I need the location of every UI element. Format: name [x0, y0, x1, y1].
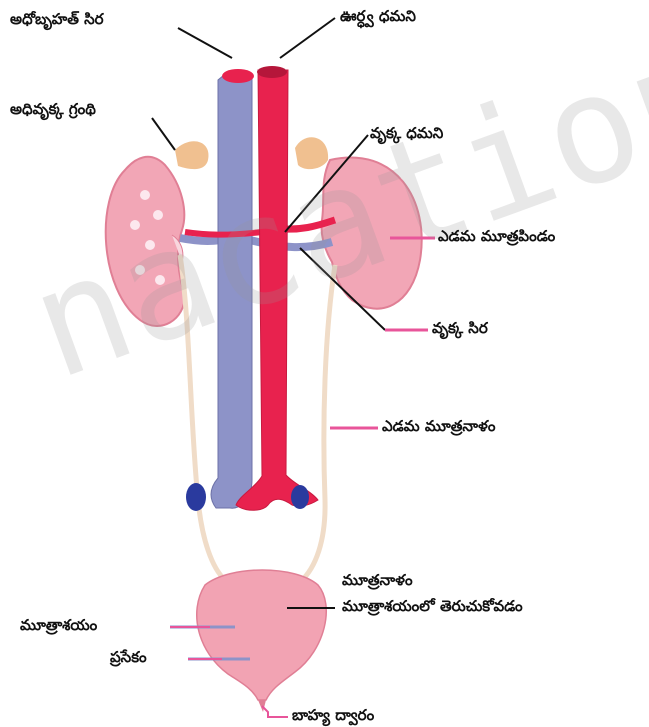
left-ureter-tube — [300, 265, 335, 582]
right-adrenal-gland — [175, 141, 208, 169]
label-renal-vein: వృక్క సిర — [432, 321, 488, 336]
label-aorta: ఊర్ధ్వ ధమని — [340, 9, 416, 24]
label-inferior-vena-cava: అధోబృహత్ సిర — [10, 12, 104, 27]
urinary-bladder — [197, 570, 327, 700]
label-external-opening: బాహ్య ద్వారం — [292, 708, 374, 723]
aorta-opening — [257, 66, 287, 78]
label-adrenal-gland: అధివృక్క గ్రంథి — [10, 102, 96, 117]
label-left-ureter: ఎడమ మూత్రనాళం — [382, 419, 495, 434]
label-left-kidney: ఎడమ మూత్రపిండం — [438, 229, 555, 244]
label-ureter-opening: మూత్రాశయంలో తెరుచుకోవడం — [342, 599, 523, 614]
inferior-vena-cava — [211, 75, 252, 508]
left-adrenal-gland — [295, 137, 328, 169]
renal-artery-right — [185, 232, 262, 235]
right-kidney — [106, 157, 185, 326]
label-prostate: ప్రసేకం — [110, 650, 147, 665]
label-bladder: మూత్రాశయం — [20, 618, 97, 633]
vena-cava-opening — [222, 69, 254, 83]
label-ureter: మూత్రనాళం — [342, 573, 413, 588]
left-kidney — [322, 158, 422, 309]
label-renal-artery: వృక్క ధమని — [370, 126, 443, 141]
